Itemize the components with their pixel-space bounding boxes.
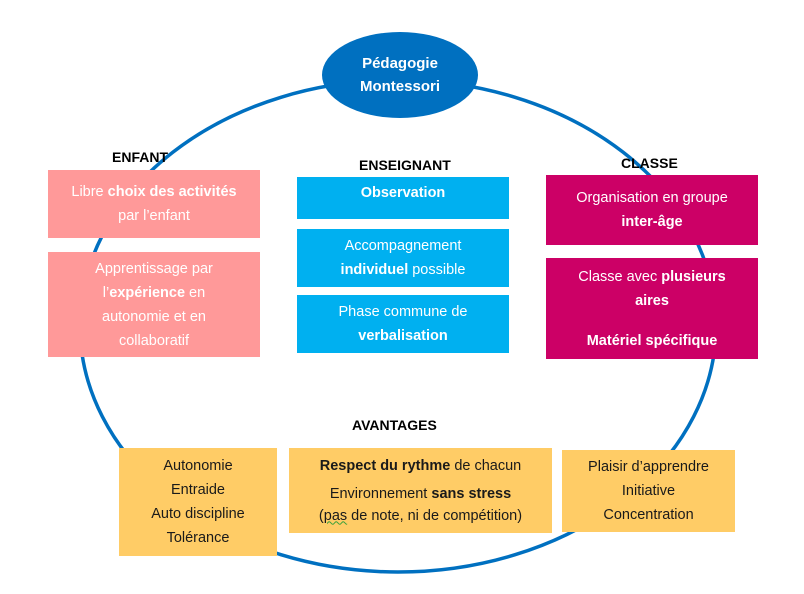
enseignant-box-verbalisation: Phase commune de verbalisation [297,295,509,353]
enfant-box-experience-line2: l’expérience en [103,281,205,305]
avantages-right-item: Concentration [603,507,694,523]
spellcheck-text: pas [323,507,348,524]
classe-box-groupe-line2: inter-âge [621,214,683,230]
avantages-right-item: Initiative [621,483,676,499]
avantages-left-item: Entraide [170,482,225,498]
text-bold: Respect du rythme [319,457,451,474]
avantages-box-left: Autonomie Entraide Auto discipline Tolér… [119,448,277,556]
avantages-center-line2: Environnement sans stress [330,483,511,505]
avantages-heading: AVANTAGES [352,417,437,433]
classe-box-groupe-line1: Organisation en groupe [576,190,728,206]
avantages-left-item: Auto discipline [151,506,245,522]
enseignant-box-accompagnement: Accompagnement individuel possible [297,229,509,287]
text: Classe avec [578,268,662,285]
text-bold: individuel [340,262,409,278]
enfant-box-experience-line1: Apprentissage par [95,260,213,277]
enfant-box-choice-line1: Libre choix des activités [71,180,236,204]
enseignant-box-verbalisation-line1: Phase commune de [338,304,468,320]
classe-box-aires-line2: aires [635,292,669,309]
avantages-left-item: Autonomie [163,458,233,474]
avantages-center-line1: Respect du rythme de chacun [320,455,522,477]
title-oval: Pédagogie Montessori [322,32,478,118]
enseignant-box-verbalisation-line2: verbalisation [358,328,448,344]
text: Environnement [329,485,432,502]
avantages-box-right: Plaisir d’apprendre Initiative Concentra… [562,450,735,532]
title-line-2: Montessori [359,78,440,95]
text-bold: expérience [109,284,186,301]
classe-heading: CLASSE [621,155,678,171]
avantages-left-item: Tolérance [166,530,230,546]
avantages-box-center: Respect du rythme de chacun Environnemen… [289,448,552,533]
enseignant-box-accompagnement-line2: individuel possible [341,258,466,282]
enfant-box-experience-line4: collaboratif [118,332,190,349]
text: en [185,284,206,301]
enfant-box-choice: Libre choix des activités par l’enfant [48,170,260,238]
classe-box-aires-line3: Matériel spécifique [586,332,718,349]
text: de note, ni de compétition) [347,507,523,524]
avantages-center-line3: (pas de note, ni de compétition) [319,505,522,527]
enfant-heading: ENFANT [112,149,168,165]
text-bold: plusieurs [661,268,726,285]
text-bold: choix des activités [107,184,237,200]
avantages-right-item: Plaisir d’apprendre [588,459,709,475]
classe-box-aires: Classe avec plusieurs aires Matériel spé… [546,258,758,359]
text: Libre [71,184,108,200]
enseignant-box-observation: Observation [297,177,509,219]
text: l’ [102,284,110,301]
text: possible [408,262,466,278]
enfant-box-experience: Apprentissage par l’expérience en autono… [48,252,260,357]
text: de chacun [450,457,522,474]
text-bold: sans stress [431,485,512,502]
classe-box-groupe: Organisation en groupe inter-âge [546,175,758,245]
enfant-box-choice-line2: par l’enfant [118,208,190,224]
text: ( [318,507,324,524]
classe-box-aires-line1: Classe avec plusieurs [578,265,725,289]
enseignant-box-observation-text: Observation [360,185,446,201]
title-line-1: Pédagogie [362,55,438,72]
enseignant-box-accompagnement-line1: Accompagnement [344,238,462,254]
enfant-box-experience-line3: autonomie et en [102,308,206,325]
enseignant-heading: ENSEIGNANT [359,157,451,173]
